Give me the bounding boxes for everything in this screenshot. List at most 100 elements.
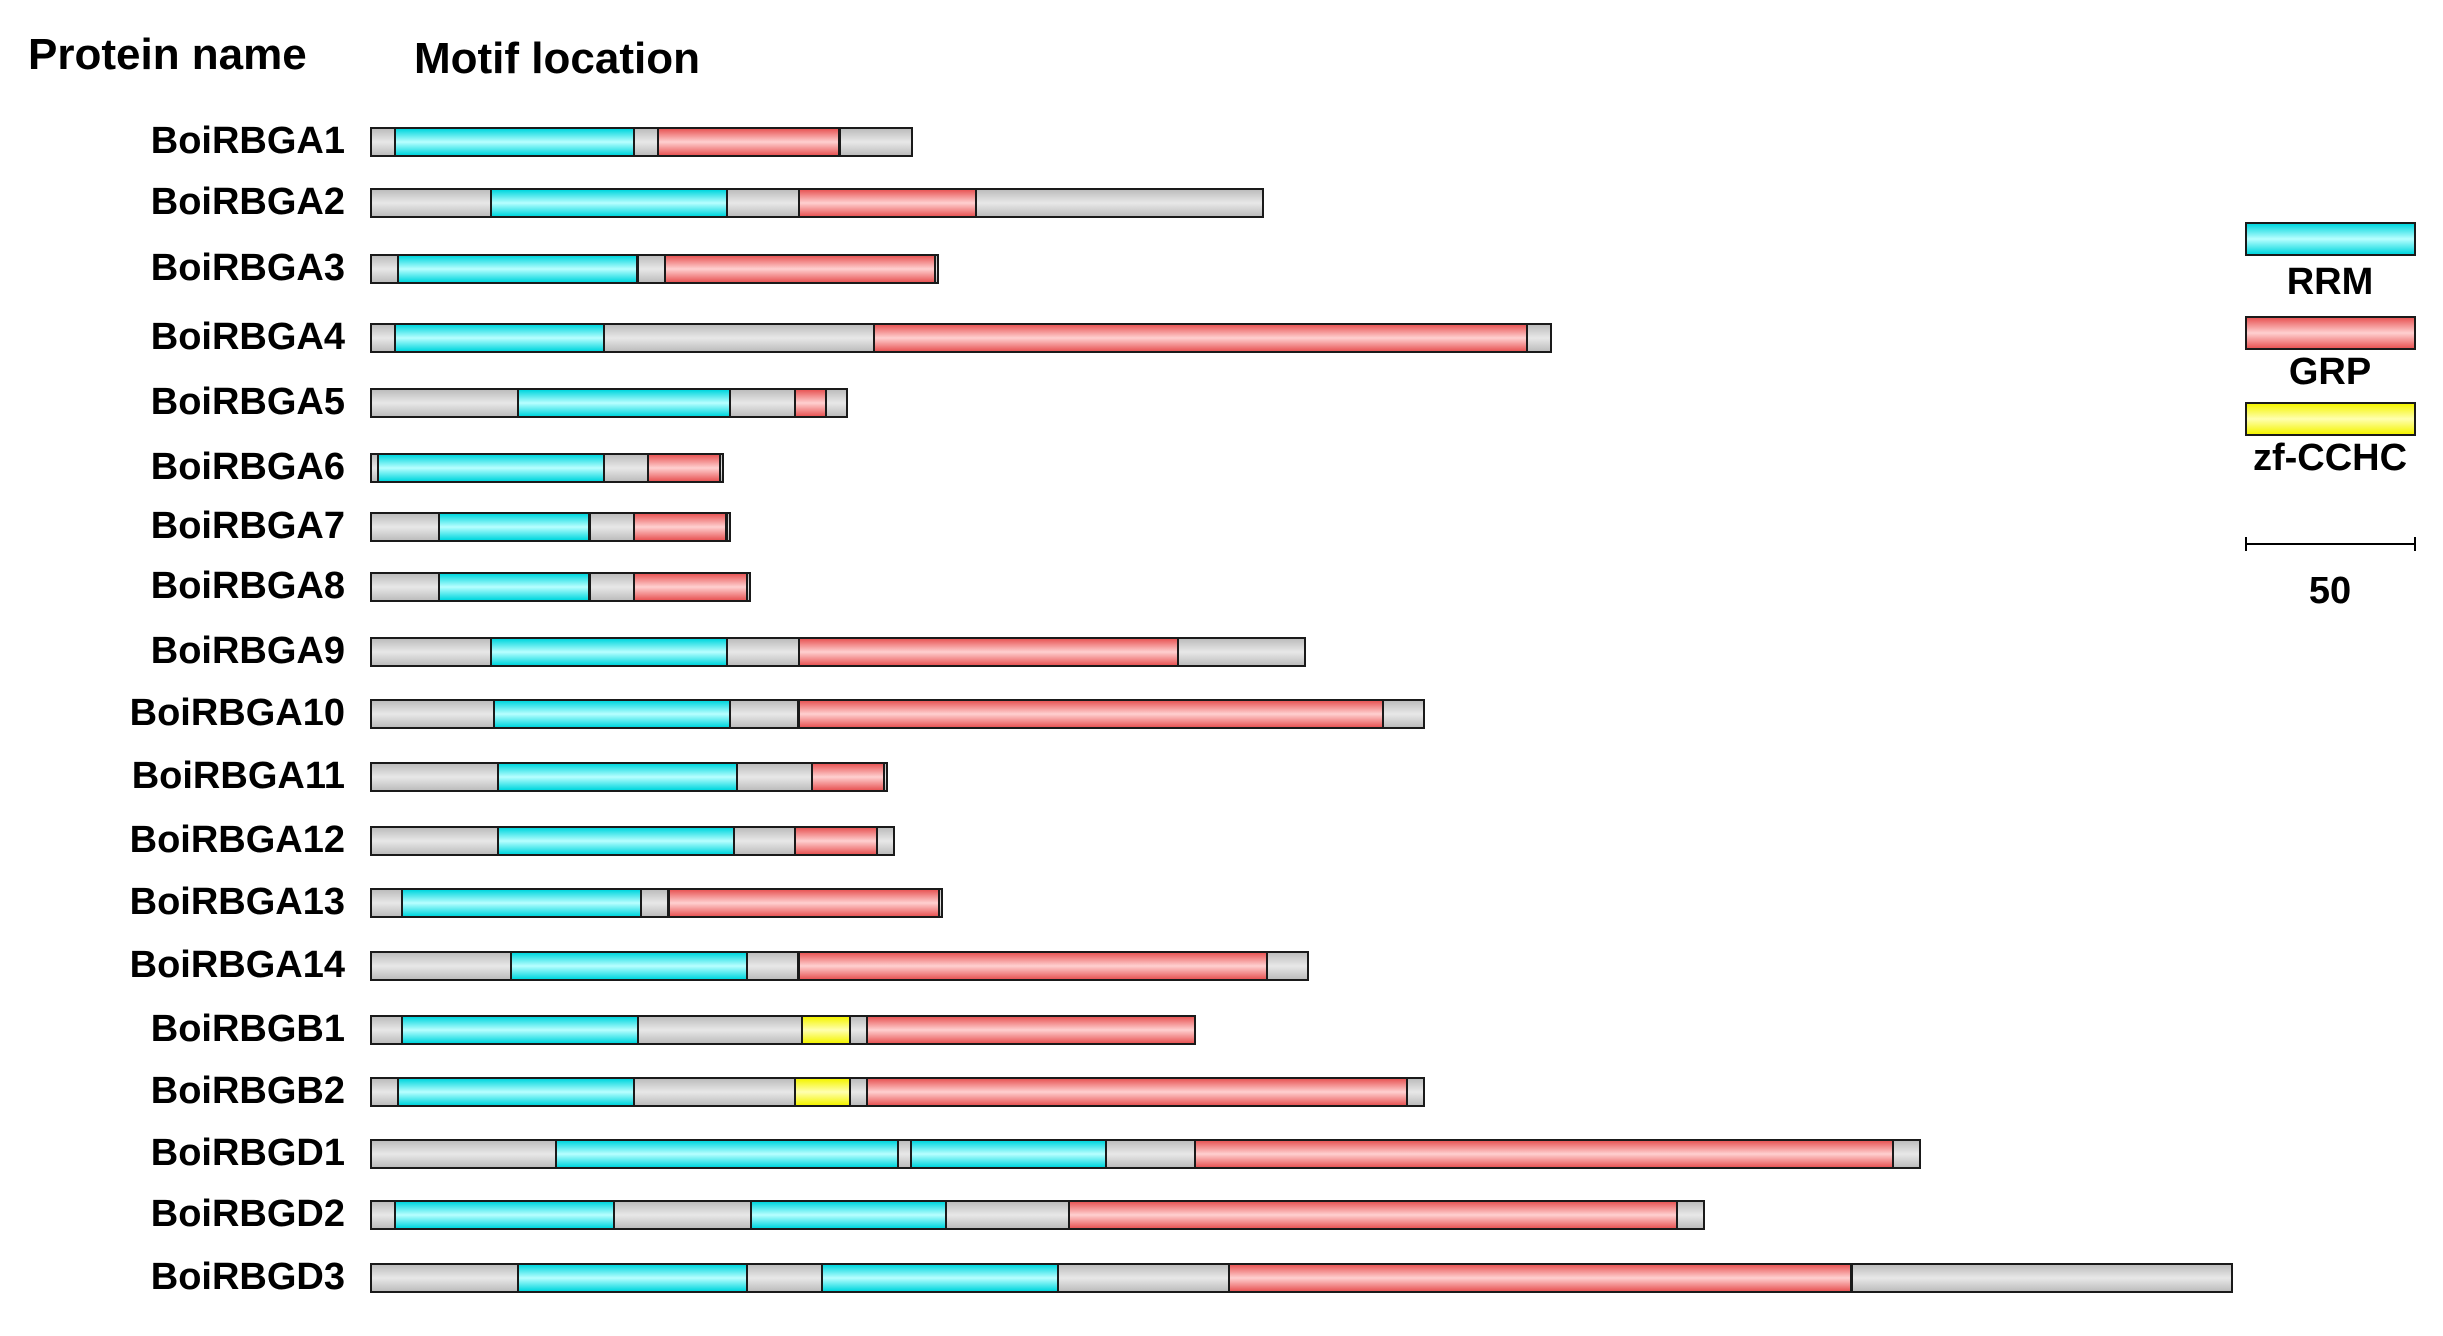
legend-zf-swatch	[2245, 402, 2416, 436]
linker-region	[633, 1077, 796, 1107]
rrm-domain	[750, 1200, 947, 1230]
legend-rrm-swatch	[2245, 222, 2416, 256]
protein-bar	[370, 323, 1552, 353]
protein-bar	[370, 762, 888, 792]
rrm-domain	[490, 637, 728, 667]
linker-region	[729, 699, 799, 729]
linker-region	[370, 637, 492, 667]
protein-bar	[370, 453, 724, 483]
protein-name-label: BoiRBGA3	[150, 247, 345, 289]
linker-region	[934, 254, 939, 284]
rrm-domain	[517, 1263, 748, 1293]
protein-name-label: BoiRBGA6	[150, 446, 345, 488]
linker-region	[938, 888, 943, 918]
linker-region	[1892, 1139, 1921, 1169]
protein-bar	[370, 826, 895, 856]
linker-region	[370, 572, 440, 602]
protein-name-label: BoiRBGA9	[150, 630, 345, 672]
linker-region	[1057, 1263, 1230, 1293]
linker-region	[613, 1200, 752, 1230]
linker-region	[633, 127, 659, 157]
rrm-domain	[397, 1077, 635, 1107]
protein-bar	[370, 888, 943, 918]
grp-domain	[633, 572, 748, 602]
linker-region	[370, 1263, 519, 1293]
linker-region	[370, 512, 440, 542]
protein-name-label: BoiRBGA7	[150, 505, 345, 547]
protein-name-label: BoiRBGA13	[129, 881, 345, 923]
linker-region	[370, 699, 495, 729]
legend-grp-swatch	[2245, 316, 2416, 350]
linker-region	[719, 453, 724, 483]
linker-region	[1177, 637, 1306, 667]
protein-bar	[370, 637, 1306, 667]
linker-region	[370, 951, 512, 981]
linker-region	[589, 572, 635, 602]
linker-region	[746, 572, 751, 602]
linker-region	[370, 1200, 396, 1230]
linker-region	[370, 888, 403, 918]
linker-region	[1851, 1263, 2233, 1293]
protein-bar	[370, 1263, 2233, 1293]
legend-grp-label: GRP	[2288, 351, 2372, 393]
rrm-domain	[493, 699, 731, 729]
linker-region	[1105, 1139, 1196, 1169]
grp-domain	[798, 699, 1385, 729]
grp-domain	[1228, 1263, 1852, 1293]
linker-region	[726, 512, 731, 542]
scale-bar	[2245, 537, 2416, 551]
linker-region	[746, 951, 799, 981]
grp-domain	[794, 388, 827, 418]
motif-location-header: Motif location	[414, 34, 700, 83]
protein-name-label: BoiRBGB1	[150, 1008, 345, 1050]
protein-name-label: BoiRBGA2	[150, 181, 345, 223]
grp-domain	[873, 323, 1528, 353]
protein-bar	[370, 188, 1264, 218]
protein-bar	[370, 127, 913, 157]
linker-region	[825, 388, 848, 418]
rrm-domain	[490, 188, 728, 218]
rrm-domain	[497, 826, 735, 856]
linker-region	[1676, 1200, 1705, 1230]
protein-bar	[370, 1139, 1921, 1169]
linker-region	[589, 512, 635, 542]
rrm-domain	[394, 323, 605, 353]
linker-region	[370, 388, 519, 418]
protein-name-label: BoiRBGB2	[150, 1070, 345, 1112]
linker-region	[1266, 951, 1309, 981]
grp-domain	[798, 951, 1269, 981]
grp-domain	[811, 762, 885, 792]
linker-region	[726, 188, 800, 218]
rrm-domain	[910, 1139, 1107, 1169]
linker-region	[603, 453, 649, 483]
rrm-domain	[401, 1015, 639, 1045]
linker-region	[1382, 699, 1425, 729]
linker-region	[1406, 1077, 1425, 1107]
linker-region	[733, 826, 797, 856]
grp-domain	[1068, 1200, 1679, 1230]
grp-domain	[633, 512, 727, 542]
linker-region	[637, 254, 666, 284]
linker-region	[370, 323, 396, 353]
rrm-domain	[510, 951, 748, 981]
protein-name-label: BoiRBGA8	[150, 565, 345, 607]
protein-name-label: BoiRBGA4	[150, 316, 345, 358]
protein-name-label: BoiRBGA5	[150, 381, 345, 423]
protein-name-label: BoiRBGA12	[129, 819, 345, 861]
grp-domain	[647, 453, 721, 483]
linker-region	[370, 254, 399, 284]
linker-region	[640, 888, 669, 918]
grp-domain	[1194, 1139, 1894, 1169]
linker-region	[726, 637, 800, 667]
grp-domain	[798, 637, 1180, 667]
zf-cchc-domain	[794, 1077, 851, 1107]
protein-bar	[370, 512, 731, 542]
protein-bar	[370, 1077, 1425, 1107]
linker-region	[736, 762, 813, 792]
protein-name-label: BoiRBGA11	[131, 755, 345, 797]
linker-region	[876, 826, 895, 856]
protein-bar	[370, 572, 751, 602]
grp-domain	[866, 1077, 1408, 1107]
